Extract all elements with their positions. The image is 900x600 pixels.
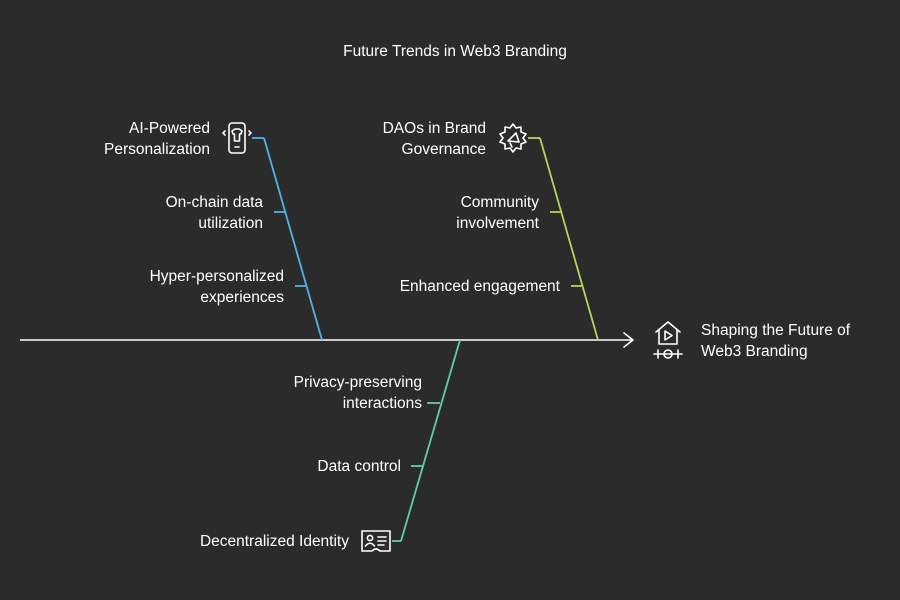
identity-head-line1: Decentralized Identity (199, 533, 349, 550)
outcome-label: Shaping the Future of Web3 Branding (701, 320, 850, 362)
branch-ai (252, 137, 323, 341)
outcome-line1: Shaping the Future of (701, 322, 851, 339)
spine-arrowhead (623, 332, 634, 348)
outcome-line2: Web3 Branding (701, 343, 808, 360)
identity-cause-1-line2: interactions (342, 395, 422, 412)
branch-dao (528, 137, 599, 341)
dao-head-line1: DAOs in Brand (382, 120, 486, 137)
identity-head-label: Decentralized Identity (200, 531, 349, 552)
dao-cause-1: Community involvement (456, 192, 539, 234)
dao-cause-2: Enhanced engagement (400, 276, 560, 297)
branch-identity-bone (400, 339, 461, 542)
dao-cause-1-line1: Community (460, 194, 539, 211)
identity-cause-1-line1: Privacy-preserving (293, 374, 422, 391)
ai-cause-1-line1: On-chain data (165, 194, 263, 211)
dao-cause-1-line2: involvement (456, 215, 539, 232)
identity-cause-2: Data control (317, 456, 401, 477)
ai-cause-2: Hyper-personalized experiences (150, 266, 284, 308)
ai-head-label: AI-Powered Personalization (104, 118, 210, 160)
ai-cause-2-line1: Hyper-personalized (149, 268, 284, 285)
ai-head-line1: AI-Powered (129, 120, 210, 137)
branch-ai-bone (263, 137, 323, 341)
branch-identity (392, 339, 461, 542)
ai-head-line2: Personalization (104, 141, 210, 158)
phone-shirt-icon (222, 122, 252, 154)
identity-cause-2-line1: Data control (317, 458, 401, 475)
dao-head-label: DAOs in Brand Governance (383, 118, 486, 160)
diagram-title: Future Trends in Web3 Branding (343, 43, 567, 60)
ai-cause-1-line2: utilization (198, 215, 263, 232)
house-play-icon (653, 321, 683, 359)
megaphone-burst-icon (499, 123, 527, 153)
id-card-icon (361, 530, 391, 552)
ai-cause-1: On-chain data utilization (166, 192, 263, 234)
ai-cause-2-line2: experiences (200, 289, 284, 306)
dao-head-line2: Governance (401, 141, 486, 158)
dao-cause-2-line1: Enhanced engagement (399, 278, 560, 295)
branch-dao-bone (539, 137, 599, 341)
identity-cause-1: Privacy-preserving interactions (294, 372, 422, 414)
